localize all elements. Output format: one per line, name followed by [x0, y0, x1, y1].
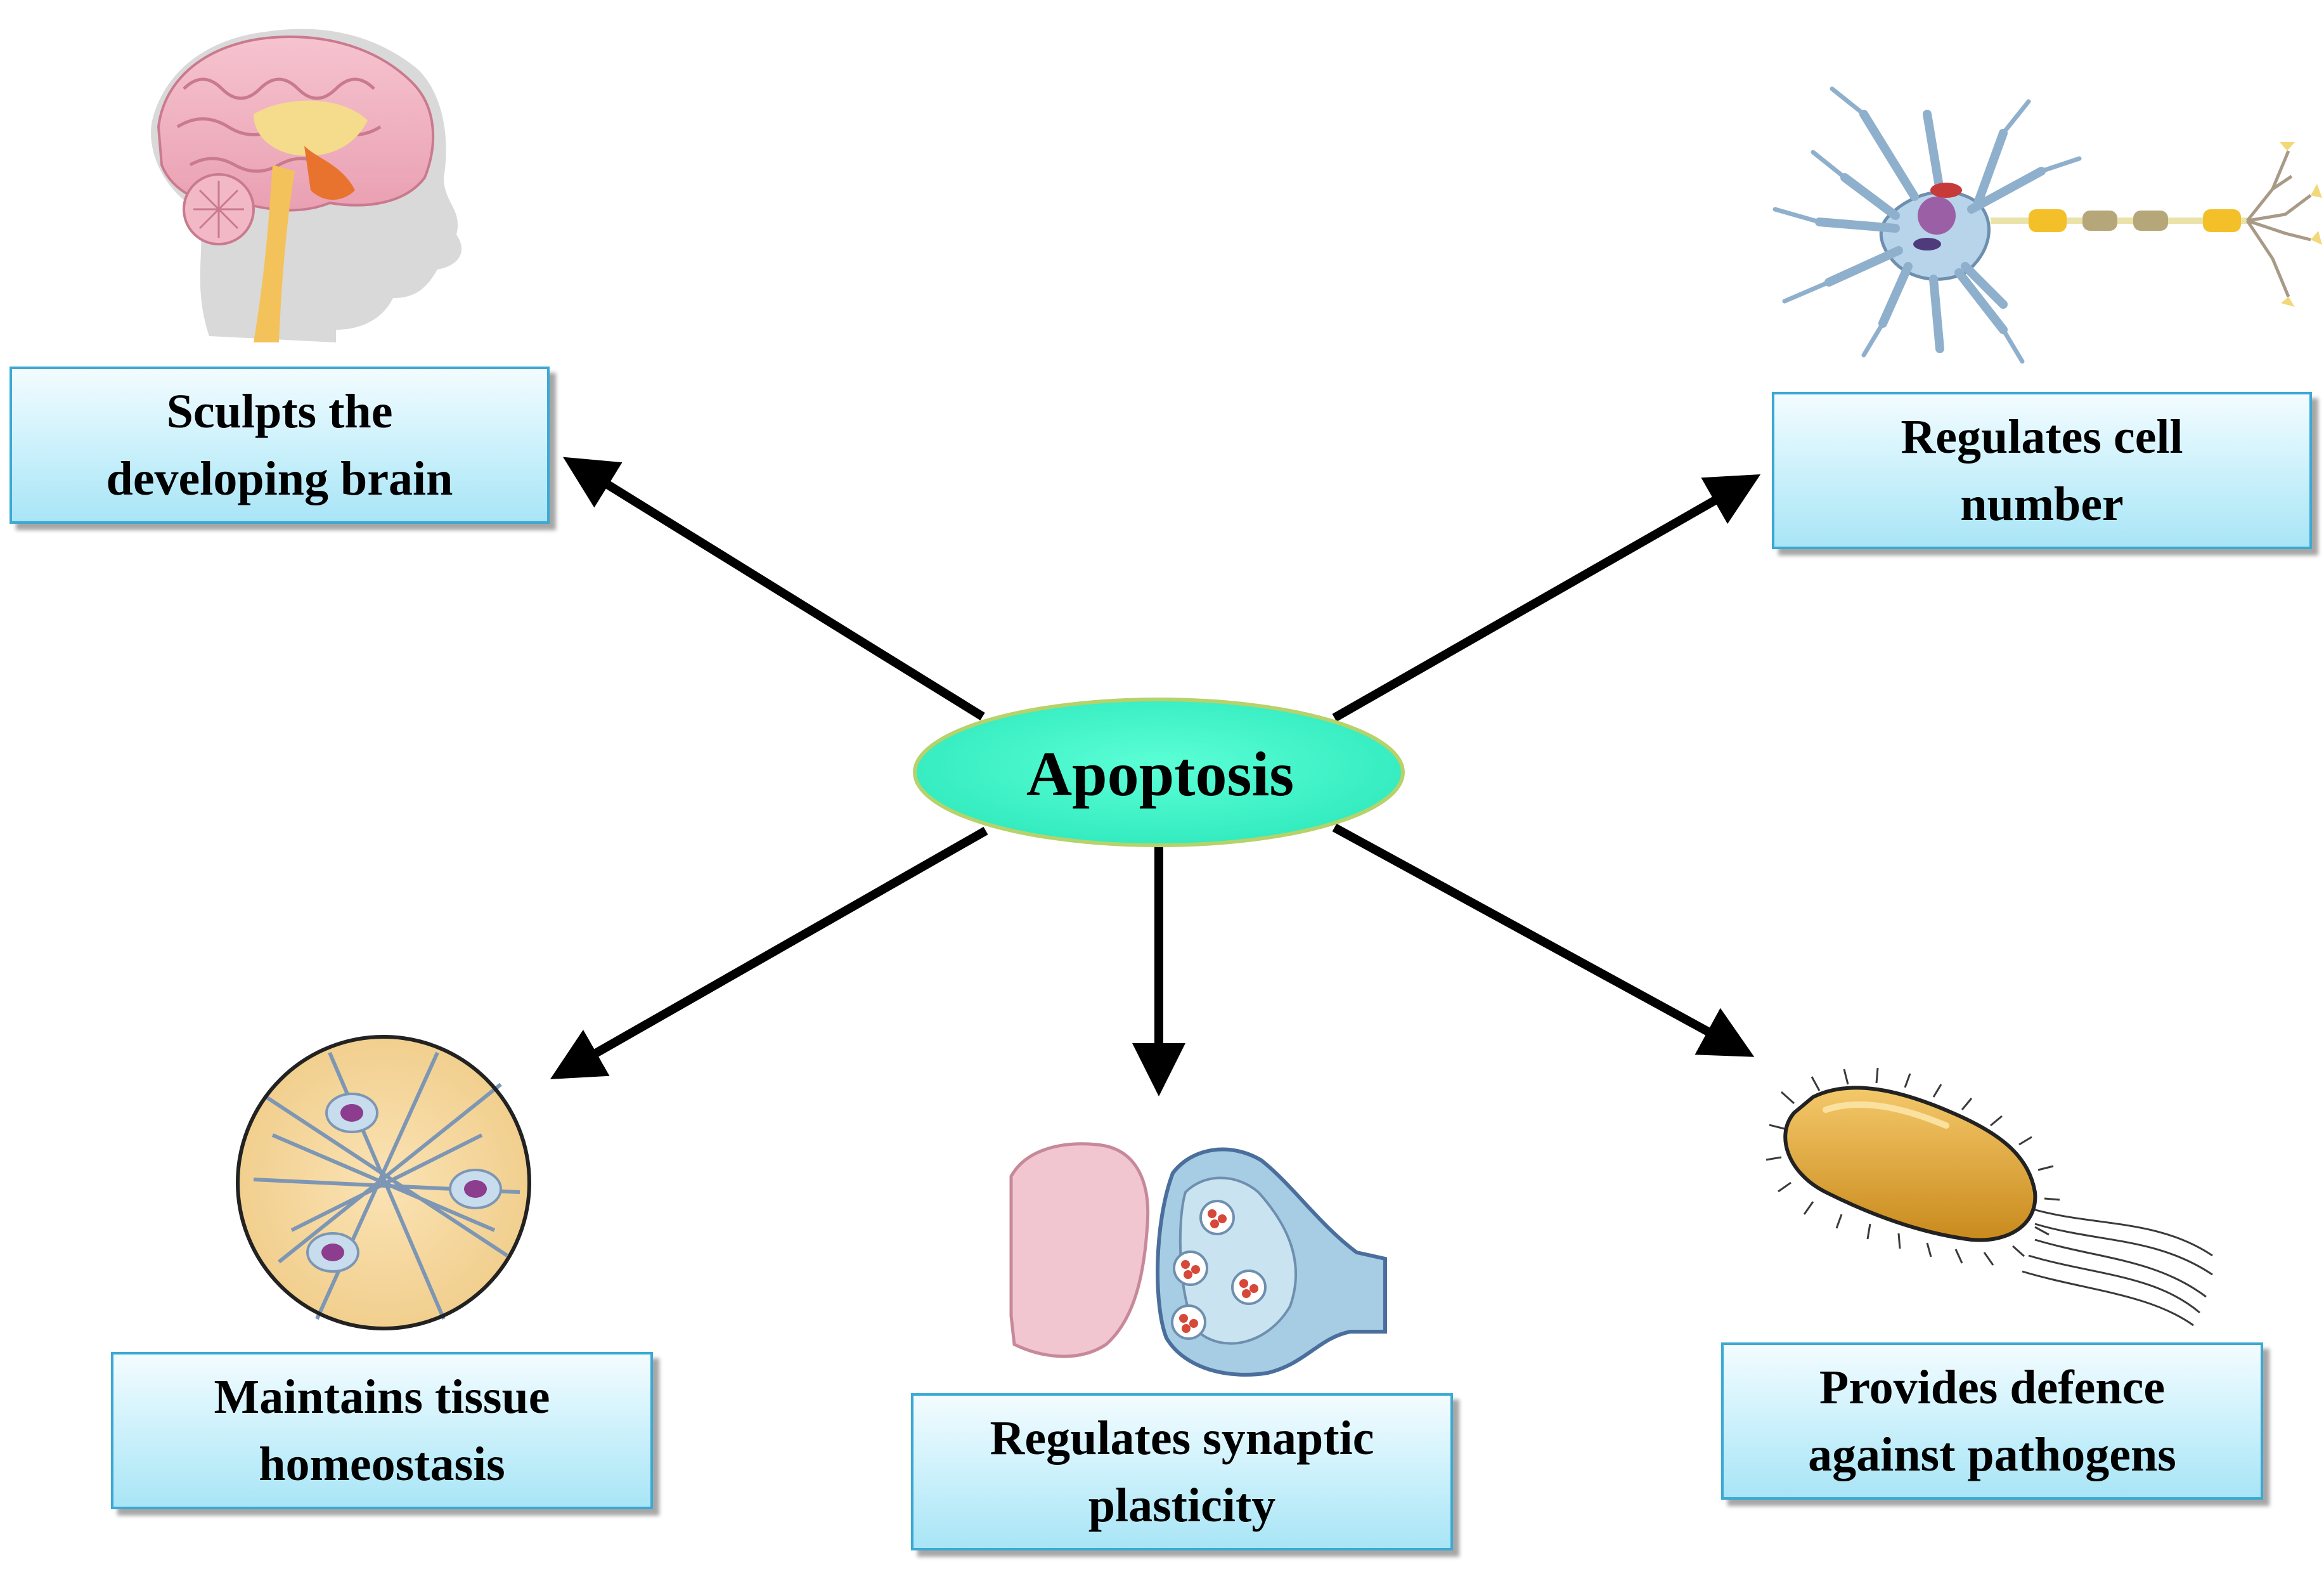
neuron-icon	[1772, 86, 2322, 364]
box-maintains-tissue: Maintains tissue homeostasis	[111, 1352, 653, 1509]
box-regulates-cell-number: Regulates cell number	[1772, 392, 2312, 549]
box-regulates-synaptic-label: Regulates synaptic plasticity	[990, 1412, 1374, 1532]
box-defence-pathogens: Provides defence against pathogens	[1721, 1342, 2263, 1500]
arrow-to-pathogens	[1332, 823, 1755, 1057]
synapse-icon	[1009, 1142, 1387, 1377]
brain-icon	[151, 29, 462, 342]
arrow-to-brain	[563, 457, 985, 720]
arrow-to-tissue	[550, 826, 988, 1079]
box-maintains-tissue-label: Maintains tissue homeostasis	[214, 1370, 550, 1491]
arrow-to-cell-number	[1332, 474, 1761, 722]
center-label: Apoptosis	[1026, 738, 1294, 809]
box-regulates-cell-number-label: Regulates cell number	[1901, 410, 2183, 531]
box-sculpts-brain-label: Sculpts the developing brain	[106, 385, 453, 505]
bacterium-icon	[1766, 1067, 2213, 1327]
tissue-icon	[236, 1035, 531, 1330]
box-regulates-synaptic: Regulates synaptic plasticity	[911, 1393, 1453, 1550]
box-defence-pathogens-label: Provides defence against pathogens	[1808, 1361, 2176, 1481]
box-sculpts-brain: Sculpts the developing brain	[10, 367, 550, 524]
